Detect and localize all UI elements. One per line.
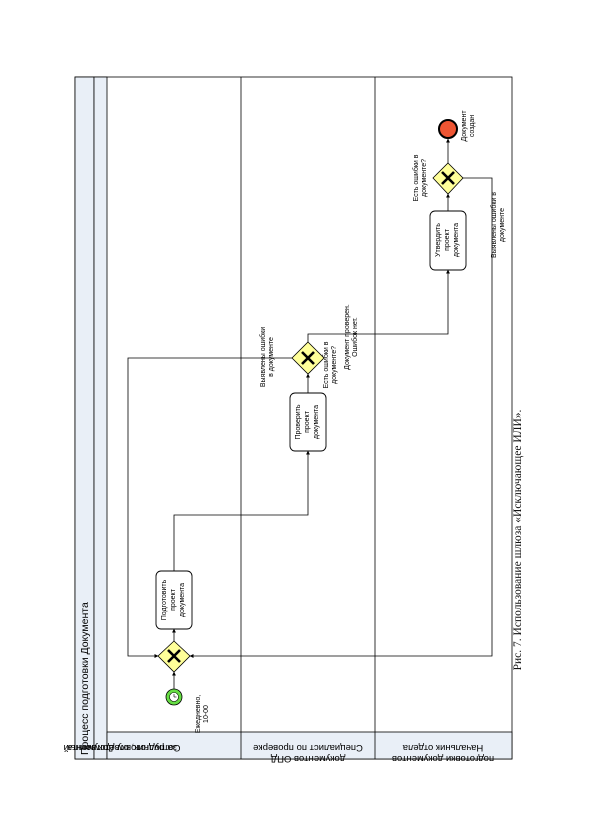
lanes: Сотрудник, ответственный за подготовку Д… <box>64 77 494 764</box>
lane-employee: Сотрудник, ответственный за подготовку Д… <box>64 742 181 753</box>
gateway-merge <box>157 640 191 673</box>
task-prepare-label: Подготовить <box>161 579 168 620</box>
x-icon <box>301 351 315 365</box>
task-approve-label-2: проект <box>444 228 451 251</box>
figure-caption-wrap: Рис. 7. Использование шлюза «Исключающее… <box>512 410 538 671</box>
lane-checker-label-2: документов ОПД <box>270 753 345 764</box>
flow-approve-errors-label-2: документе <box>499 208 506 242</box>
task-prepare: Подготовить проект документа <box>155 570 193 630</box>
flow-check-errors-label: Выявлены ошибки <box>259 327 267 387</box>
flow-labels: Выявлены ошибки в документе Документ про… <box>259 192 506 387</box>
task-check-label-2: проект <box>304 410 311 433</box>
lane-employee-label: Сотрудник, ответственный <box>64 742 181 753</box>
end-event: Документ создан <box>438 110 476 142</box>
task-check-label-3: документа <box>313 405 320 439</box>
lane-head: Начальник отдела подготовки документов <box>392 742 494 764</box>
flow-check-ok-label: Документ проверен. <box>344 304 351 370</box>
x-icon <box>441 171 455 185</box>
gateway-check-label-2: документе? <box>331 346 338 384</box>
end-event-label-2: создан <box>469 115 476 137</box>
gateway-check-label: Есть ошибки в <box>322 341 330 388</box>
lane-employee-label-2: за подготовку Документа <box>66 742 177 753</box>
end-event-circle <box>438 119 458 139</box>
lane-checker: Специалист по проверке документов ОПД <box>253 742 363 764</box>
start-event-label: Ежедневно, <box>195 695 202 733</box>
pool: Процесс подготовки Документа <box>74 76 513 760</box>
start-event: Ежедневно, 10-00 <box>165 688 210 733</box>
flow-approve-errors <box>189 177 493 658</box>
task-prepare-label-2: проект <box>170 588 177 611</box>
flow-check-errors <box>127 357 294 658</box>
task-check: Проверить проект документа <box>289 392 327 452</box>
figure-caption: Рис. 7. Использование шлюза «Исключающее… <box>512 409 524 671</box>
flow-check-ok <box>307 269 450 342</box>
gateway-approve-label: Есть ошибки в <box>412 154 420 201</box>
task-prepare-label-3: документа <box>179 583 186 617</box>
lane-head-label-2: подготовки документов <box>392 753 494 764</box>
lane-head-label: Начальник отдела <box>402 742 483 753</box>
pool-title: Процесс подготовки Документа <box>79 602 91 755</box>
task-approve-label-3: документа <box>453 223 460 257</box>
x-icon <box>167 649 181 663</box>
flow-check-ok-label-2: Ошибок нет. <box>351 317 359 357</box>
gateway-approve-label-2: документе? <box>421 159 428 197</box>
task-approve: Утвердить проект документа <box>429 210 467 271</box>
gateway-check: Есть ошибки в документе? <box>291 341 338 388</box>
flow-approve-errors-label: Выявлены ошибки в <box>490 192 498 258</box>
start-event-label-2: 10-00 <box>203 705 210 723</box>
sequence-flows <box>127 138 493 689</box>
flow-check-errors-label-2: в документе <box>268 337 275 377</box>
end-event-label: Документ <box>461 110 468 142</box>
flow-prepare-to-check <box>173 450 310 571</box>
task-approve-label: Утвердить <box>435 223 442 257</box>
gateway-approve: Есть ошибки в документе? <box>412 154 464 201</box>
lane-checker-label: Специалист по проверке <box>253 742 363 753</box>
task-check-label: Проверить <box>295 404 302 439</box>
